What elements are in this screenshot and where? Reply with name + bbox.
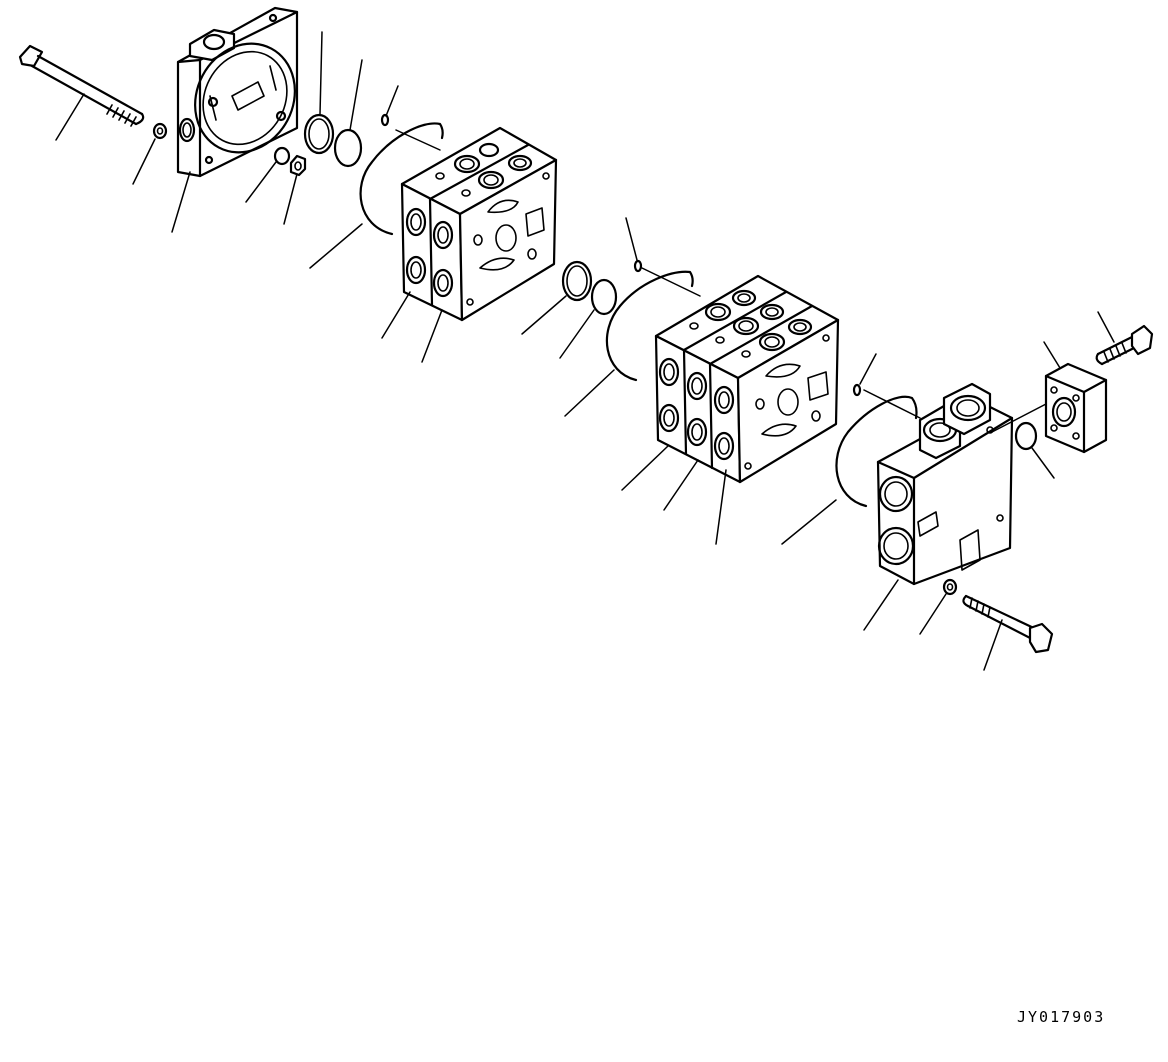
- seal-arc-3: [835, 395, 918, 508]
- leader-lines: [55, 31, 1115, 671]
- washer-bottom-right: [942, 578, 958, 596]
- pin-2: [633, 259, 643, 273]
- valve-section-block-1: [400, 126, 558, 322]
- long-bolt-top-left: [18, 44, 145, 127]
- short-bolt-right: [1095, 324, 1154, 366]
- nut-1: [289, 154, 307, 177]
- drawing-code-label: JY017903: [1017, 1008, 1106, 1026]
- flange-o-ring: [1014, 421, 1038, 451]
- seal-arc-2: [605, 270, 694, 382]
- o-ring-large-1: [303, 113, 335, 155]
- o-ring-small-1: [333, 128, 363, 168]
- o-ring-small-2: [590, 278, 618, 316]
- flange-block: [1044, 362, 1108, 454]
- small-seal-ring-1: [273, 146, 291, 166]
- long-bolt-bottom-right: [962, 594, 1054, 654]
- inlet-end-section: [876, 382, 1014, 586]
- washer-top-left: [152, 122, 168, 140]
- o-ring-large-2: [561, 260, 593, 302]
- pin-1: [380, 113, 390, 127]
- pin-3: [852, 383, 862, 397]
- seal-arc-1: [359, 122, 444, 236]
- end-cover-plate: [176, 6, 299, 178]
- valve-section-block-2: [654, 274, 840, 484]
